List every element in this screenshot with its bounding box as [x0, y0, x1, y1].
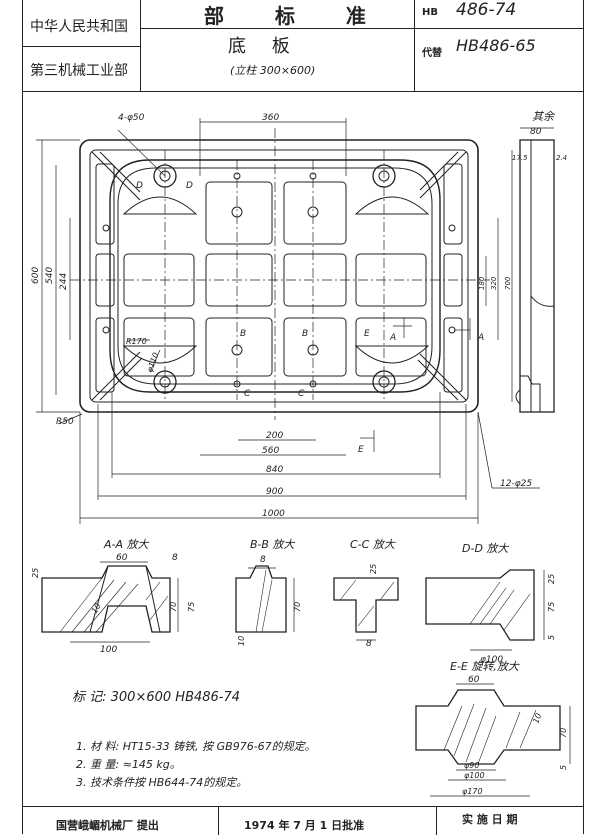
cc-dim-25: 25: [369, 564, 378, 574]
dim-320: 320: [490, 276, 498, 290]
section-cc: [333, 577, 399, 641]
dd-dim-75: 75: [547, 602, 556, 612]
aa-dim-25: 25: [31, 568, 40, 578]
ee-dim-60: 60: [468, 675, 480, 685]
dim-r50: R50: [56, 417, 74, 427]
std-number: 486-74: [456, 0, 517, 20]
section-dd: [425, 569, 545, 651]
header-divider: [22, 46, 140, 47]
footer-divider: [218, 807, 219, 835]
bb-dim-70: 70: [293, 602, 302, 612]
label-e-bottom: E: [358, 445, 364, 455]
dim-244: 244: [59, 273, 69, 290]
footer-proposer: 国营峨嵋机械厂 提出: [56, 819, 159, 832]
note-weight: 2. 重 量: ≈145 kg。: [76, 758, 181, 771]
section-aa-title: A-A 放大: [103, 538, 150, 551]
aa-dim-8: 8: [172, 553, 178, 563]
header-divider: [140, 28, 414, 29]
section-bb: [235, 565, 295, 633]
dim-200: 200: [266, 431, 283, 441]
org-line2: 第三机械工业部: [30, 63, 128, 79]
drawing-sheet: [22, 0, 584, 834]
aa-dim-10: 10: [90, 602, 103, 615]
header-divider: [414, 28, 584, 29]
dim-side-2-4: 2.4: [556, 154, 567, 162]
standard-class: 部 标 准: [204, 4, 388, 28]
section-ee: [415, 683, 571, 797]
dim-side-80: 80: [530, 127, 542, 137]
label-d-left: D: [136, 181, 143, 191]
dim-840: 840: [266, 465, 283, 475]
page-subtitle: (立柱 300×600): [230, 64, 316, 77]
header-divider: [414, 0, 415, 92]
label-c-right: C: [298, 389, 305, 399]
bb-dim-8: 8: [260, 555, 266, 565]
section-dd-title: D-D 放大: [462, 542, 509, 555]
section-bb-title: B-B 放大: [250, 538, 295, 551]
label-a-outer: A: [477, 333, 484, 343]
replaces-number: HB486-65: [456, 36, 536, 55]
aa-dim-100: 100: [100, 645, 117, 655]
header-divider: [140, 0, 141, 92]
label-e-top: E: [364, 329, 370, 339]
note-spec: 3. 技术条件按 HB644-74的规定。: [76, 776, 248, 789]
footer-approved: 1974 年 7 月 1 日批准: [244, 819, 365, 832]
label-d-right: D: [186, 181, 193, 191]
marking-note: 标 记: 300×600 HB486-74: [72, 690, 241, 705]
dim-holes-12: 12-φ25: [500, 479, 532, 489]
bb-dim-10: 10: [237, 636, 246, 646]
footer-divider: [436, 807, 437, 835]
note-material: 1. 材 料: HT15-33 铸铁, 按 GB976-67的规定。: [76, 740, 316, 753]
dim-side-17: 17.5: [512, 154, 528, 162]
aa-dim-75: 75: [187, 602, 196, 612]
label-a-inner: A: [389, 333, 396, 343]
surface-mark: 其余: [532, 110, 556, 123]
ee-dim-phi100: φ100: [464, 771, 485, 780]
ee-dim-70: 70: [559, 728, 568, 738]
ee-dim-phi170: φ170: [462, 787, 483, 796]
dim-900: 900: [266, 487, 283, 497]
label-b-left: B: [240, 329, 246, 339]
ee-dim-10: 10: [531, 712, 543, 725]
dim-600: 600: [31, 267, 41, 284]
label-c-left: C: [244, 389, 251, 399]
dim-700: 700: [504, 276, 512, 290]
label-b-right: B: [302, 329, 308, 339]
aa-dim-60: 60: [116, 553, 128, 563]
replaces-label: 代替: [422, 48, 442, 59]
ee-dim-phi90: φ90: [464, 761, 479, 770]
plan-view: [70, 128, 490, 420]
cc-dim-8: 8: [366, 639, 372, 649]
org-line1: 中华人民共和国: [30, 19, 128, 35]
dim-hole-callout: 4-φ50: [118, 113, 145, 123]
plan-dimensions: [36, 118, 540, 524]
footer-row: 国营峨嵋机械厂 提出 1974 年 7 月 1 日批准 实 施 日 期: [22, 806, 584, 835]
dd-dim-100: φ100: [480, 655, 503, 665]
dim-r170: R170: [126, 337, 147, 346]
dim-360: 360: [262, 113, 279, 123]
section-ee-title: E-E 旋转,放大: [450, 660, 520, 673]
dim-180: 180: [478, 276, 486, 290]
ee-dim-5: 5: [559, 765, 568, 770]
dd-dim-5: 5: [547, 635, 556, 640]
section-cc-title: C-C 放大: [350, 538, 396, 551]
section-aa: [41, 561, 179, 643]
aa-dim-70: 70: [169, 602, 178, 612]
dim-1000: 1000: [262, 509, 285, 519]
page-title: 底 板: [228, 36, 300, 57]
footer-effective: 实 施 日 期: [462, 813, 518, 826]
dim-560: 560: [262, 446, 279, 456]
std-prefix: HB: [422, 7, 438, 18]
dd-dim-25: 25: [547, 574, 556, 584]
side-view: [515, 127, 555, 413]
title-block: 中华人民共和国 第三机械工业部 部 标 准 底 板 (立柱 300×600) H…: [22, 0, 584, 92]
dim-540: 540: [45, 267, 55, 284]
